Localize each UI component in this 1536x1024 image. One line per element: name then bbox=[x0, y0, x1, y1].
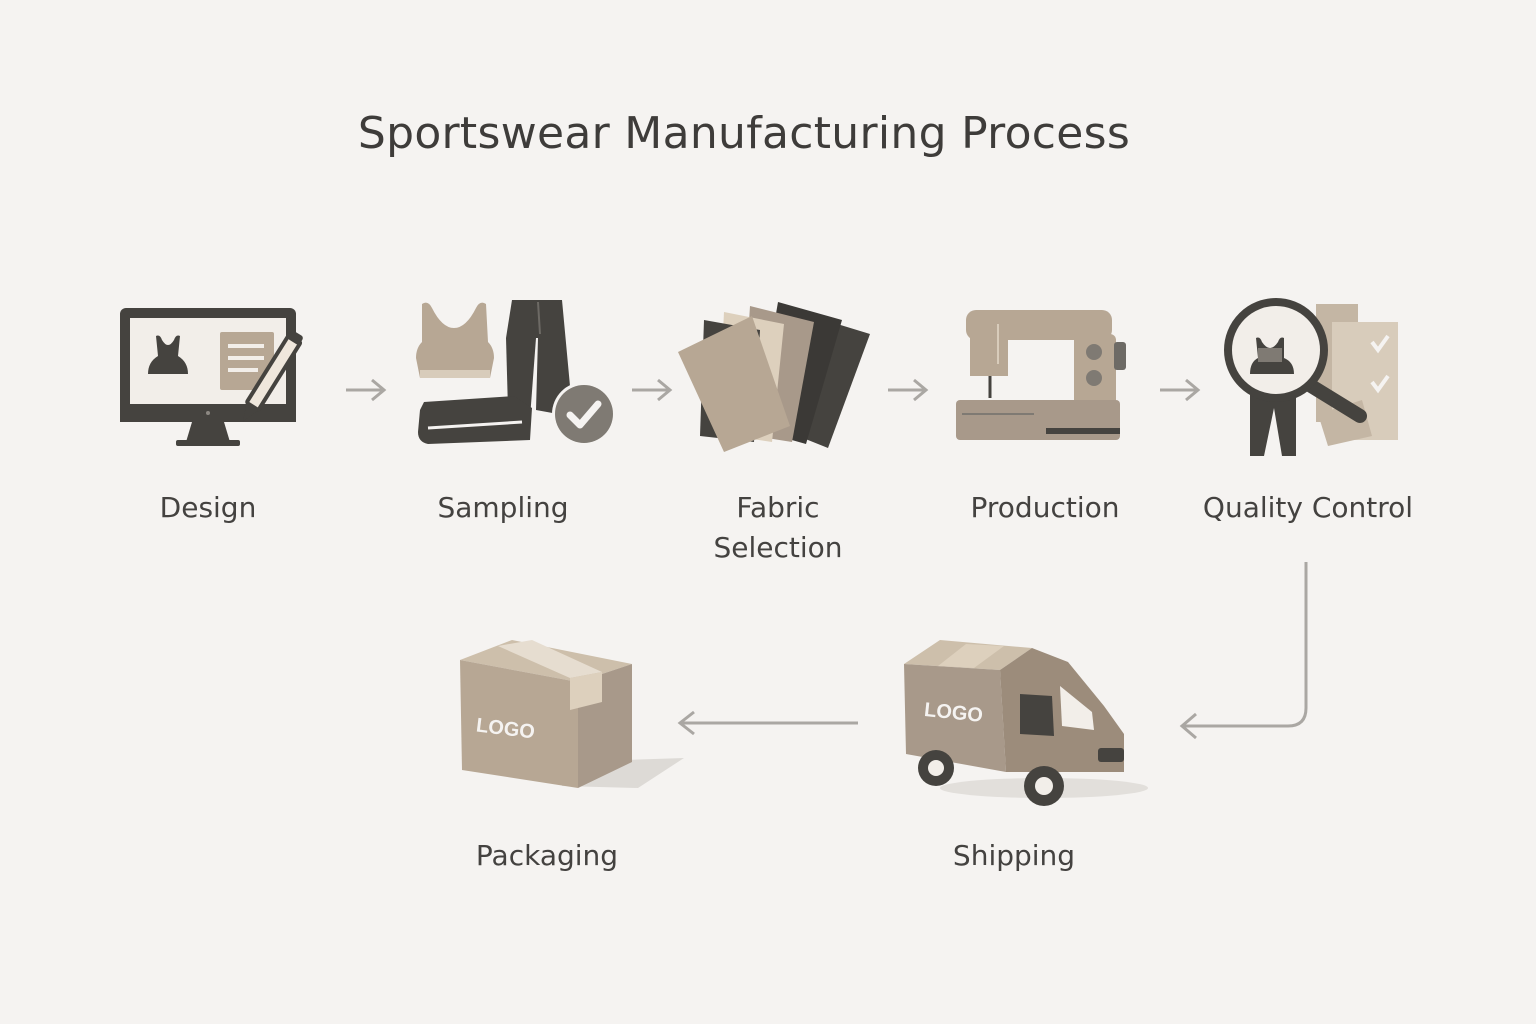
step-label-quality-control: Quality Control bbox=[1202, 491, 1414, 524]
arrow-left-icon bbox=[676, 710, 860, 736]
sewing-machine-icon bbox=[954, 304, 1134, 446]
monitor-design-icon bbox=[118, 300, 318, 450]
arrow-right-icon bbox=[344, 378, 388, 402]
delivery-van-icon: LOGO bbox=[896, 636, 1152, 816]
arrow-right-icon bbox=[1158, 378, 1202, 402]
arrow-right-icon bbox=[630, 378, 674, 402]
magnifier-checklist-icon bbox=[1222, 296, 1408, 462]
fabric-swatches-icon bbox=[674, 294, 874, 454]
step-label-design: Design bbox=[159, 491, 257, 524]
page-title: Sportswear Manufacturing Process bbox=[357, 108, 1131, 159]
step-label-production: Production bbox=[970, 491, 1120, 524]
arrow-right-icon bbox=[886, 378, 930, 402]
cardboard-box-icon: LOGO bbox=[452, 636, 692, 796]
arrow-down-left-icon bbox=[1174, 560, 1314, 750]
step-label-sampling: Sampling bbox=[437, 491, 569, 524]
step-label-fabric-selection: Fabric Selection bbox=[713, 491, 843, 564]
step-label-packaging: Packaging bbox=[475, 839, 619, 872]
garment-sample-check-icon bbox=[412, 298, 622, 448]
step-label-shipping: Shipping bbox=[952, 839, 1076, 872]
